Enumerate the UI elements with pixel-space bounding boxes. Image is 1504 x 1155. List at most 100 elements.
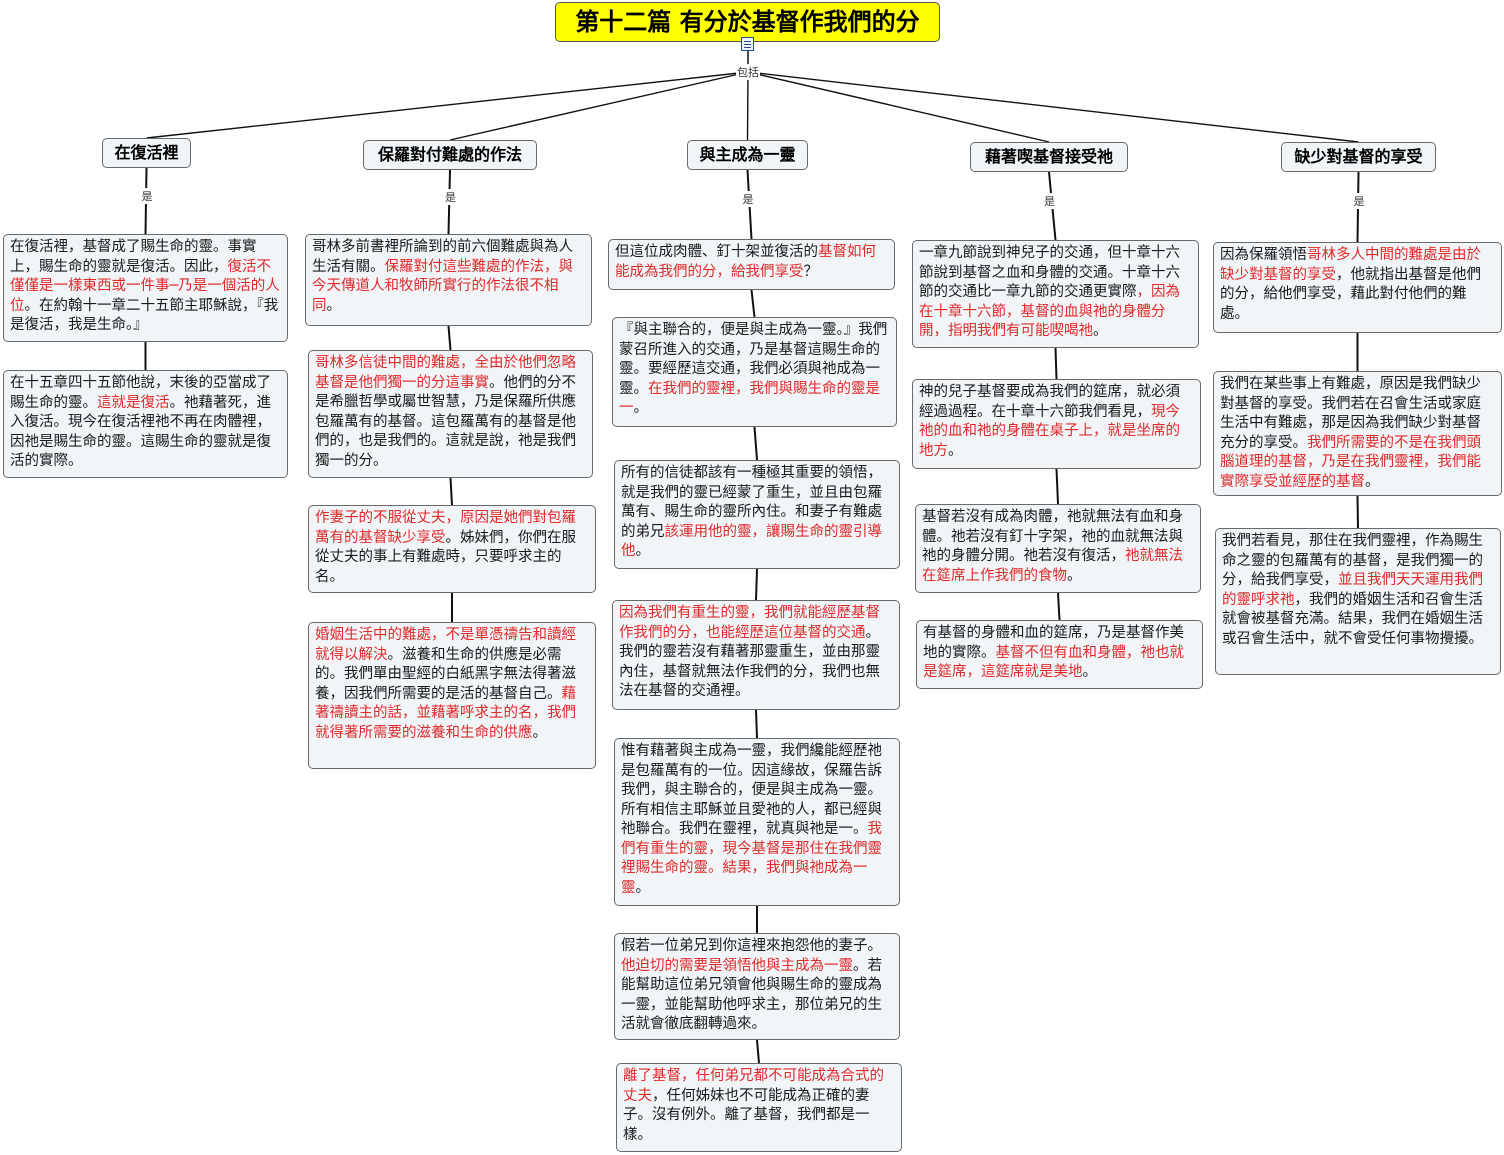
body-text: 。 xyxy=(532,724,548,741)
body-text: 。 xyxy=(1093,323,1108,339)
branch-link-label: 是 xyxy=(741,190,755,207)
topic-card[interactable]: 所有的信徒都該有一種極其重要的領悟，就是我們的靈已經蒙了重生，並且由包羅萬有、賜… xyxy=(614,460,900,569)
body-text: 因為保羅領悟 xyxy=(1220,247,1307,263)
highlight-text: 保羅對付這些難處的作法，與今天傳道人和牧師所實行的作法很不相同 xyxy=(312,258,573,314)
highlight-text: 基督不但有血和身體，祂也就是筵席，這筵席就是美地 xyxy=(923,644,1184,681)
branch-link-label: 是 xyxy=(1043,192,1056,209)
body-text: ，任何姊妹也不可能成為正確的妻子。沒有例外。離了基督，我們都是一樣。 xyxy=(623,1087,870,1143)
body-text: 。我們的靈若沒有藉著那靈重生，並由那靈內住，基督就無法作我們的分，我們也無法在基… xyxy=(619,624,880,700)
highlight-text: 並且我們天天運用我們的靈呼求祂 xyxy=(1222,572,1483,608)
topic-card[interactable]: 惟有藉著與主成為一靈，我們纔能經歷祂是包羅萬有的一位。因這緣故，保羅告訴我們，與… xyxy=(614,738,900,906)
body-text: 。他們的分不是希臘哲學或屬世智慧，乃是保羅所供應包羅萬有的基督。這包羅萬有的基督… xyxy=(315,374,576,469)
topic-card[interactable]: 有基督的身體和血的筵席，乃是基督作美地的實際。基督不但有血和身體，祂也就是筵席，… xyxy=(916,620,1203,689)
body-text: 。祂藉著死，進入復活。現今在復活裡祂不再在肉體裡，因祂是賜生命的靈。這賜生命的靈… xyxy=(10,394,271,470)
chain-line xyxy=(1356,495,1359,529)
note-icon[interactable] xyxy=(741,37,754,51)
body-text: 。 xyxy=(635,543,651,559)
topic-card[interactable]: 基督若沒有成為肉體，祂就無法有血和身體。祂若沒有釘十字架，祂的血就無法與祂的身體… xyxy=(915,504,1201,593)
body-text: 假若一位弟兄到你這裡來抱怨他的妻子。 xyxy=(621,938,882,954)
topic-card[interactable]: 哥林多前書裡所論到的前六個難處與為人生活有關。保羅對付這些難處的作法，與今天傳道… xyxy=(305,234,592,326)
hub-branch-line xyxy=(449,71,749,141)
body-text: 我們在某些事上有難處，原因是我們缺少對基督的享受。我們若在召會生活或家庭生活中有… xyxy=(1220,376,1481,451)
body-text: 基督若沒有成為肉體，祂就無法有血和身體。祂若沒有釘十字架，祂的血就無法與祂的身體… xyxy=(922,509,1183,564)
chain-line xyxy=(1054,347,1058,380)
branch-node[interactable]: 藉著喫基督接受祂 xyxy=(970,142,1128,172)
branch-link-label: 是 xyxy=(140,187,154,204)
chain-line xyxy=(753,426,758,461)
highlight-text: ，因為在十章十六節，基督的血與祂的身體分開，指明我們有可能喫喝祂 xyxy=(919,284,1180,339)
chain-line xyxy=(756,1039,760,1064)
highlight-text: 離了基督，任何弟兄都不可能成為合式的丈夫 xyxy=(623,1068,884,1104)
body-text: 。 xyxy=(633,400,649,416)
topic-card[interactable]: 我們在某些事上有難處，原因是我們缺少對基督的享受。我們若在召會生活或家庭生活中有… xyxy=(1213,371,1502,496)
hub-branch-line xyxy=(747,71,1359,143)
topic-card[interactable]: 因為我們有重生的靈，我們就能經歷基督作我們的分，也能經歷這位基督的交通。我們的靈… xyxy=(612,600,900,710)
topic-card[interactable]: 一章九節說到神兒子的交通，但十章十六節說到基督之血和身體的交通。十章十六節的交通… xyxy=(912,240,1199,348)
body-text: ？ xyxy=(803,263,819,280)
topic-card[interactable]: 在十五章四十五節他說，末後的亞當成了賜生命的靈。這就是復活。祂藉著死，進入復活。… xyxy=(3,370,288,478)
topic-card[interactable]: 因為保羅領悟哥林多人中間的難處是由於缺少對基督的享受，他就指出基督是他們的分，給… xyxy=(1213,242,1502,333)
body-text: 。若能幫助這位弟兄領會他與賜生命的靈成為一靈，並能幫助他呼求主，那位弟兄的生活就… xyxy=(621,957,882,1033)
branch-node[interactable]: 缺少對基督的享受 xyxy=(1281,142,1436,172)
highlight-text: 該運用他的靈，讓賜生命的靈引導他 xyxy=(621,523,882,560)
chain-line xyxy=(750,289,756,318)
body-text: 。 xyxy=(635,879,651,896)
highlight-text: 基督如何能成為我們的分，給我們享受 xyxy=(615,244,876,280)
topic-card[interactable]: 但這位成肉體、釘十架並復活的基督如何能成為我們的分，給我們享受？ xyxy=(608,239,895,290)
highlight-text: 哥林多人中間的難處是由於缺少對基督的享受 xyxy=(1220,247,1481,283)
branch-node[interactable]: 與主成為一靈 xyxy=(687,140,808,170)
branch-node[interactable]: 在復活裡 xyxy=(102,138,191,168)
topic-card[interactable]: 在復活裡，基督成了賜生命的靈。事實上，賜生命的靈就是復活。因此，復活不僅僅是一樣… xyxy=(3,234,288,342)
topic-card[interactable]: 作妻子的不服從丈夫，原因是她們對包羅萬有的基督缺少享受。姊妹們，你們在服從丈夫的… xyxy=(308,505,596,593)
branch-link-label: 是 xyxy=(444,188,457,205)
body-text: 。 xyxy=(948,442,963,459)
hub-branch-line xyxy=(146,71,749,139)
highlight-text: 這就是復活 xyxy=(97,394,170,411)
topic-card[interactable]: 神的兒子基督要成為我們的筵席，就必須經過過程。在十章十六節我們看見，現今祂的血和… xyxy=(912,379,1201,469)
topic-card[interactable]: 哥林多信徒中間的難處，全由於他們忽略基督是他們獨一的分這事實。他們的分不是希臘哲… xyxy=(308,350,593,478)
body-text: ，我們的婚姻生活和召會生活就會被基督充滿。結果，我們在婚姻生活或召會生活中，就不… xyxy=(1222,591,1483,647)
body-text: ，他就指出基督是他們的分，給他們享受，藉此對付他們的難處。 xyxy=(1220,266,1481,322)
hub-branch-line xyxy=(746,71,749,141)
body-text: 但這位成肉體、釘十架並復活的 xyxy=(615,244,818,260)
chain-line xyxy=(447,325,452,351)
highlight-text: 藉著禱讀主的話，並藉著呼求主的名，我們就得著所需要的滋養和生命的供應 xyxy=(315,685,576,741)
map-title[interactable]: 第十二篇 有分於基督作我們的分 xyxy=(555,2,940,42)
body-text: 在十五章四十五節他說，末後的亞當成了賜生命的靈。 xyxy=(10,375,271,411)
body-text: 。 xyxy=(326,297,342,314)
body-text: 。 xyxy=(1067,567,1082,584)
topic-card[interactable]: 離了基督，任何弟兄都不可能成為合式的丈夫，任何姊妹也不可能成為正確的妻子。沒有例… xyxy=(616,1063,902,1152)
body-text: 惟有藉著與主成為一靈，我們纔能經歷祂是包羅萬有的一位。因這緣故，保羅告訴我們，與… xyxy=(621,743,882,837)
highlight-text: 復活不僅僅是一樣東西或一件事─乃是一個活的人位 xyxy=(10,258,280,314)
body-text: 『與主聯合的，便是與主成為一靈。』我們蒙召所進入的交通，乃是基督這賜生命的靈。要… xyxy=(619,322,888,397)
topic-card[interactable]: 我們若看見，那住在我們靈裡，作為賜生命之靈的包羅萬有的基督，是我們獨一的分，給我… xyxy=(1215,528,1501,675)
body-text: 哥林多前書裡所論到的前六個難處與為人生活有關。 xyxy=(312,239,573,275)
highlight-text: 祂就無法在筵席上作我們的食物 xyxy=(922,548,1183,584)
body-text: 一章九節說到神兒子的交通，但十章十六節說到基督之血和身體的交通。十章十六節的交通… xyxy=(919,245,1180,300)
highlight-text: 在我們的靈裡，我們與賜生命的靈是一 xyxy=(619,380,880,417)
highlight-text: 作妻子的不服從丈夫，原因是她們對包羅萬有的基督缺少享受 xyxy=(315,510,576,546)
body-text: 所有的信徒都該有一種極其重要的領悟，就是我們的靈已經蒙了重生，並且由包羅萬有、賜… xyxy=(621,465,882,540)
hub-branch-line xyxy=(747,71,1050,143)
body-text: 神的兒子基督要成為我們的筵席，就必須經過過程。在十章十六節我們看見， xyxy=(919,384,1180,420)
highlight-text: 因為我們有重生的靈，我們就能經歷基督作我們的分，也能經歷這位基督的交通 xyxy=(619,605,880,641)
branch-link-label: 是 xyxy=(1352,193,1366,210)
root-link-label: 包括 xyxy=(736,64,760,80)
chain-line xyxy=(755,709,758,739)
chain-line xyxy=(1055,468,1059,505)
topic-card[interactable]: 『與主聯合的，便是與主成為一靈。』我們蒙召所進入的交通，乃是基督這賜生命的靈。要… xyxy=(612,317,897,427)
chain-line xyxy=(1057,592,1061,621)
body-text: 。 xyxy=(1365,473,1380,490)
highlight-text: 哥林多信徒中間的難處，全由於他們忽略基督是他們獨一的分這事實 xyxy=(315,355,576,391)
body-text: 在復活裡，基督成了賜生命的靈。事實上，賜生命的靈就是復活。因此， xyxy=(10,239,257,275)
body-text: 。 xyxy=(1082,664,1098,680)
topic-card[interactable]: 假若一位弟兄到你這裡來抱怨他的妻子。他迫切的需要是領悟他與主成為一靈。若能幫助這… xyxy=(614,933,900,1040)
body-text: 有基督的身體和血的筵席，乃是基督作美地的實際。 xyxy=(923,625,1184,661)
topic-card[interactable]: 婚姻生活中的難處，不是單憑禱告和讀經就得以解決。滋養和生命的供應是必需的。我們單… xyxy=(308,622,596,769)
body-text: 我們若看見，那住在我們靈裡，作為賜生命之靈的包羅萬有的基督，是我們獨一的分，給我… xyxy=(1222,533,1483,588)
body-text: 。滋養和生命的供應是必需的。我們單由聖經的白紙黑字無法得著滋養，因我們所需要的是… xyxy=(315,646,576,702)
chain-line xyxy=(449,477,453,506)
branch-node[interactable]: 保羅對付難處的作法 xyxy=(363,140,537,170)
body-text: 。姊妹們，你們在服從丈夫的事上有難處時，只要呼求主的名。 xyxy=(315,529,576,585)
